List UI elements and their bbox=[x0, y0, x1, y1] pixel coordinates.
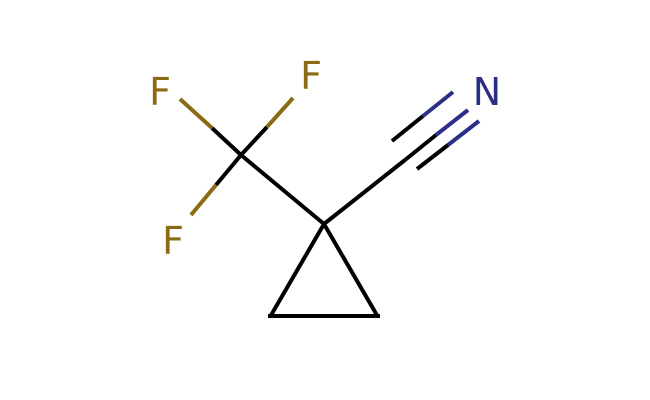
atom-label-fluorine-upper-left: F bbox=[149, 70, 171, 114]
bond-nitrile-triple bbox=[390, 90, 481, 171]
atom-label-fluorine-upper-right: F bbox=[300, 54, 322, 98]
bond-cf3-c-to-f3 bbox=[189, 153, 243, 217]
bond-cf3-c-to-f1 bbox=[178, 97, 243, 157]
atom-label-fluorine-lower-left: F bbox=[162, 219, 184, 263]
bond-ring-c1-to-nitrile-c bbox=[322, 158, 407, 226]
bond-ring-c3-to-c1 bbox=[322, 222, 380, 319]
atom-label-nitrogen: N bbox=[473, 70, 501, 114]
bond-ring-c1-to-cf3-c bbox=[239, 153, 326, 226]
bond-cf3-c-to-f2 bbox=[239, 96, 295, 157]
bond-ring-c1-to-c2 bbox=[268, 222, 326, 319]
